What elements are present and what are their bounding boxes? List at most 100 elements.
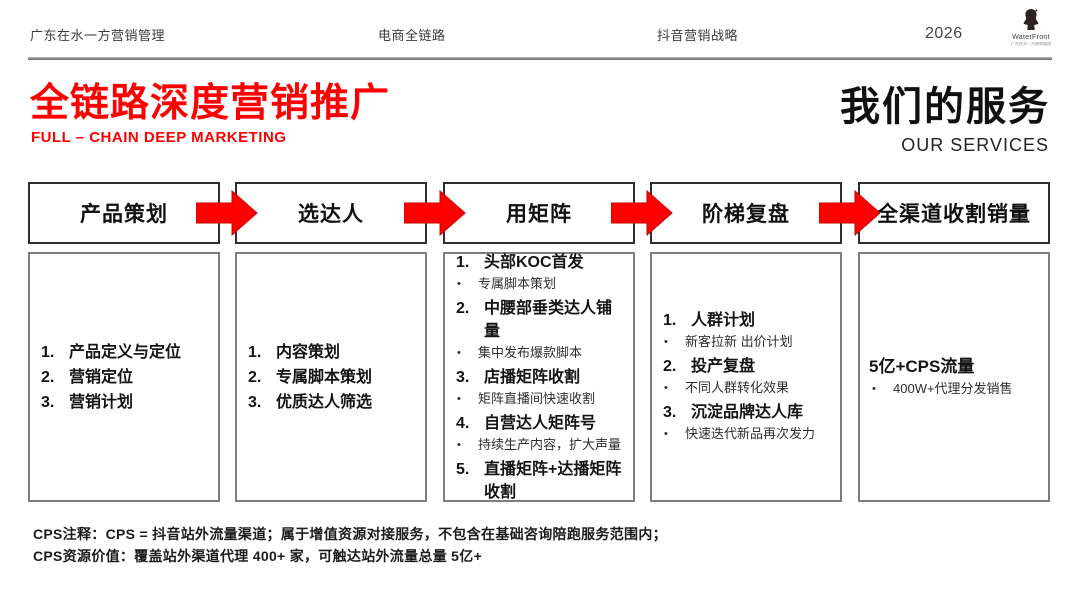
list-item: • 不同人群转化效果 <box>661 379 831 397</box>
list-item: 2. 投产复盘 <box>661 355 831 378</box>
list-item-text: 集中发布爆款脚本 <box>478 344 583 360</box>
list-item-text: 营销计划 <box>69 393 134 411</box>
list-item-text: 400W+代理分发销售 <box>893 380 1013 396</box>
list-item: • 新客拉新 出价计划 <box>661 333 831 351</box>
stage-detail-box-2: 1. 内容策划 2. 专属脚本策划 3. 优质达人筛选 <box>235 252 427 502</box>
stage-detail-box-5: 5亿+CPS流量 • 400W+代理分发销售 <box>858 252 1050 502</box>
list-item-text: 新客拉新 出价计划 <box>685 334 793 349</box>
list-item-marker: 1. <box>248 343 262 361</box>
list-item: 3. 优质达人筛选 <box>246 391 416 414</box>
list-item-marker: 3. <box>248 393 262 411</box>
page-title: 全链路深度营销推广 <box>30 82 391 125</box>
list-item-text: 持续生产内容，扩大声量 <box>478 436 622 452</box>
list-item-marker: 1. <box>41 343 55 361</box>
list-item-marker: • <box>664 336 668 348</box>
stage-detail-box-3: 1. 头部KOC首发 • 专属脚本策划 2. 中腰部垂类达人铺量 • 集中发布爆… <box>443 252 635 502</box>
stage-box-5: 全渠道收割销量 <box>858 182 1050 244</box>
list-item-marker: 3. <box>41 393 55 411</box>
list-item-marker: • <box>664 382 668 394</box>
header-divider <box>28 57 1052 60</box>
list-item-marker: • <box>457 346 461 359</box>
list-item: • 专属脚本策划 <box>454 275 624 293</box>
stage-box-5-label: 全渠道收割销量 <box>877 203 1031 226</box>
list-item-marker: • <box>872 382 876 395</box>
list-item-marker: 5. <box>456 460 470 478</box>
list-item: 1. 头部KOC首发 <box>454 251 624 274</box>
list-item-marker: • <box>457 392 461 405</box>
stage-box-1: 产品策划 <box>28 182 220 244</box>
list-item-marker: 1. <box>663 312 677 329</box>
list-item-text: 内容策划 <box>276 343 341 361</box>
stage-box-4-label: 阶梯复盘 <box>702 203 790 226</box>
list-item: • 集中发布爆款脚本 <box>454 344 624 362</box>
list-item-text: 产品定义与定位 <box>69 343 182 361</box>
list-item-text: 投产复盘 <box>691 358 756 375</box>
list-item-marker: 3. <box>663 404 677 421</box>
list-item-text: 自营达人矩阵号 <box>484 414 597 432</box>
flow-arrow-right-icon-2 <box>404 190 466 236</box>
list-item: 1. 人群计划 <box>661 309 831 332</box>
list-item-marker: • <box>664 428 668 440</box>
stage-box-3: 用矩阵 <box>443 182 635 244</box>
list-item-marker: • <box>457 438 461 451</box>
brand-logo-subtext: 广东在水一方营销管理 <box>1011 42 1051 46</box>
stage-box-4: 阶梯复盘 <box>650 182 842 244</box>
list-item-text: 人群计划 <box>691 312 756 329</box>
list-item-text: 专属脚本策划 <box>276 368 373 386</box>
list-item-marker: 3. <box>456 368 470 386</box>
list-item-marker: • <box>457 277 461 290</box>
list-item: • 矩阵直播间快速收割 <box>454 390 624 408</box>
list-item-text: 5亿+CPS流量 <box>869 356 975 376</box>
services-title: 我们的服务 <box>840 85 1050 129</box>
list-item-text: 快速迭代新品再次发力 <box>685 426 816 441</box>
list-item-marker: 2. <box>41 368 55 386</box>
stage-box-2-label: 选达人 <box>298 203 364 226</box>
nav-item-year: 2026 <box>925 25 963 42</box>
list-item-marker: 2. <box>456 299 470 317</box>
stage-detail-box-1: 1. 产品定义与定位 2. 营销定位 3. 营销计划 <box>28 252 220 502</box>
list-item-text: 专属脚本策划 <box>478 275 557 291</box>
list-item-text: 矩阵直播间快速收割 <box>478 390 596 406</box>
list-item-text: 直播矩阵+达播矩阵收割 <box>484 460 622 501</box>
services-subtitle: OUR SERVICES <box>901 135 1049 155</box>
nav-item-ecommerce-chain: 电商全链路 <box>378 28 446 43</box>
list-item: • 400W+代理分发销售 <box>869 380 1039 398</box>
list-item-marker: 2. <box>248 368 262 386</box>
flow-arrow-right-icon-3 <box>611 190 673 236</box>
stage-box-2: 选达人 <box>235 182 427 244</box>
list-item-marker: 2. <box>663 358 677 375</box>
footnote-line-1: CPS注释：CPS = 抖音站外流量渠道；属于增值资源对接服务，不包含在基础咨询… <box>33 526 667 542</box>
flow-arrow-right-icon-1 <box>196 190 258 236</box>
list-item: 5亿+CPS流量 <box>869 355 1039 379</box>
list-item: 3. 店播矩阵收割 <box>454 366 624 389</box>
footnote-line-2: CPS资源价值：覆盖站外渠道代理 400+ 家，可触达站外流量总量 5亿+ <box>33 548 483 564</box>
list-item-text: 优质达人筛选 <box>276 393 373 411</box>
nav-item-company: 广东在水一方营销管理 <box>30 28 166 43</box>
list-item-marker: 1. <box>456 253 470 271</box>
list-item: 3. 沉淀品牌达人库 <box>661 401 831 424</box>
list-item-text: 沉淀品牌达人库 <box>691 404 804 421</box>
stage-detail-box-4: 1. 人群计划 • 新客拉新 出价计划 2. 投产复盘 • 不同人群转化效果 3… <box>650 252 842 502</box>
brand-logo: WaterFront 广东在水一方营销管理 <box>1003 8 1059 46</box>
list-item: • 快速迭代新品再次发力 <box>661 425 831 443</box>
person-bust-icon <box>1023 9 1039 30</box>
brand-logo-name: WaterFront <box>1012 34 1050 41</box>
list-item-text: 中腰部垂类达人铺量 <box>484 299 613 340</box>
list-item: 5. 直播矩阵+达播矩阵收割 <box>454 458 624 504</box>
list-item: • 持续生产内容，扩大声量 <box>454 436 624 454</box>
list-item-text: 头部KOC首发 <box>484 253 584 271</box>
list-item: 2. 专属脚本策划 <box>246 366 416 389</box>
list-item-text: 店播矩阵收割 <box>484 368 581 386</box>
list-item: 2. 中腰部垂类达人铺量 <box>454 297 624 343</box>
list-item: 1. 内容策划 <box>246 341 416 364</box>
list-item: 1. 产品定义与定位 <box>39 341 209 364</box>
flow-arrow-right-icon-4 <box>819 190 881 236</box>
stage-box-1-label: 产品策划 <box>80 203 168 226</box>
list-item-text: 不同人群转化效果 <box>685 380 790 395</box>
list-item: 4. 自营达人矩阵号 <box>454 412 624 435</box>
list-item: 2. 营销定位 <box>39 366 209 389</box>
list-item: 3. 营销计划 <box>39 391 209 414</box>
page-subtitle: FULL – CHAIN DEEP MARKETING <box>31 129 287 146</box>
nav-item-douyin-strategy: 抖音营销战略 <box>657 28 739 43</box>
